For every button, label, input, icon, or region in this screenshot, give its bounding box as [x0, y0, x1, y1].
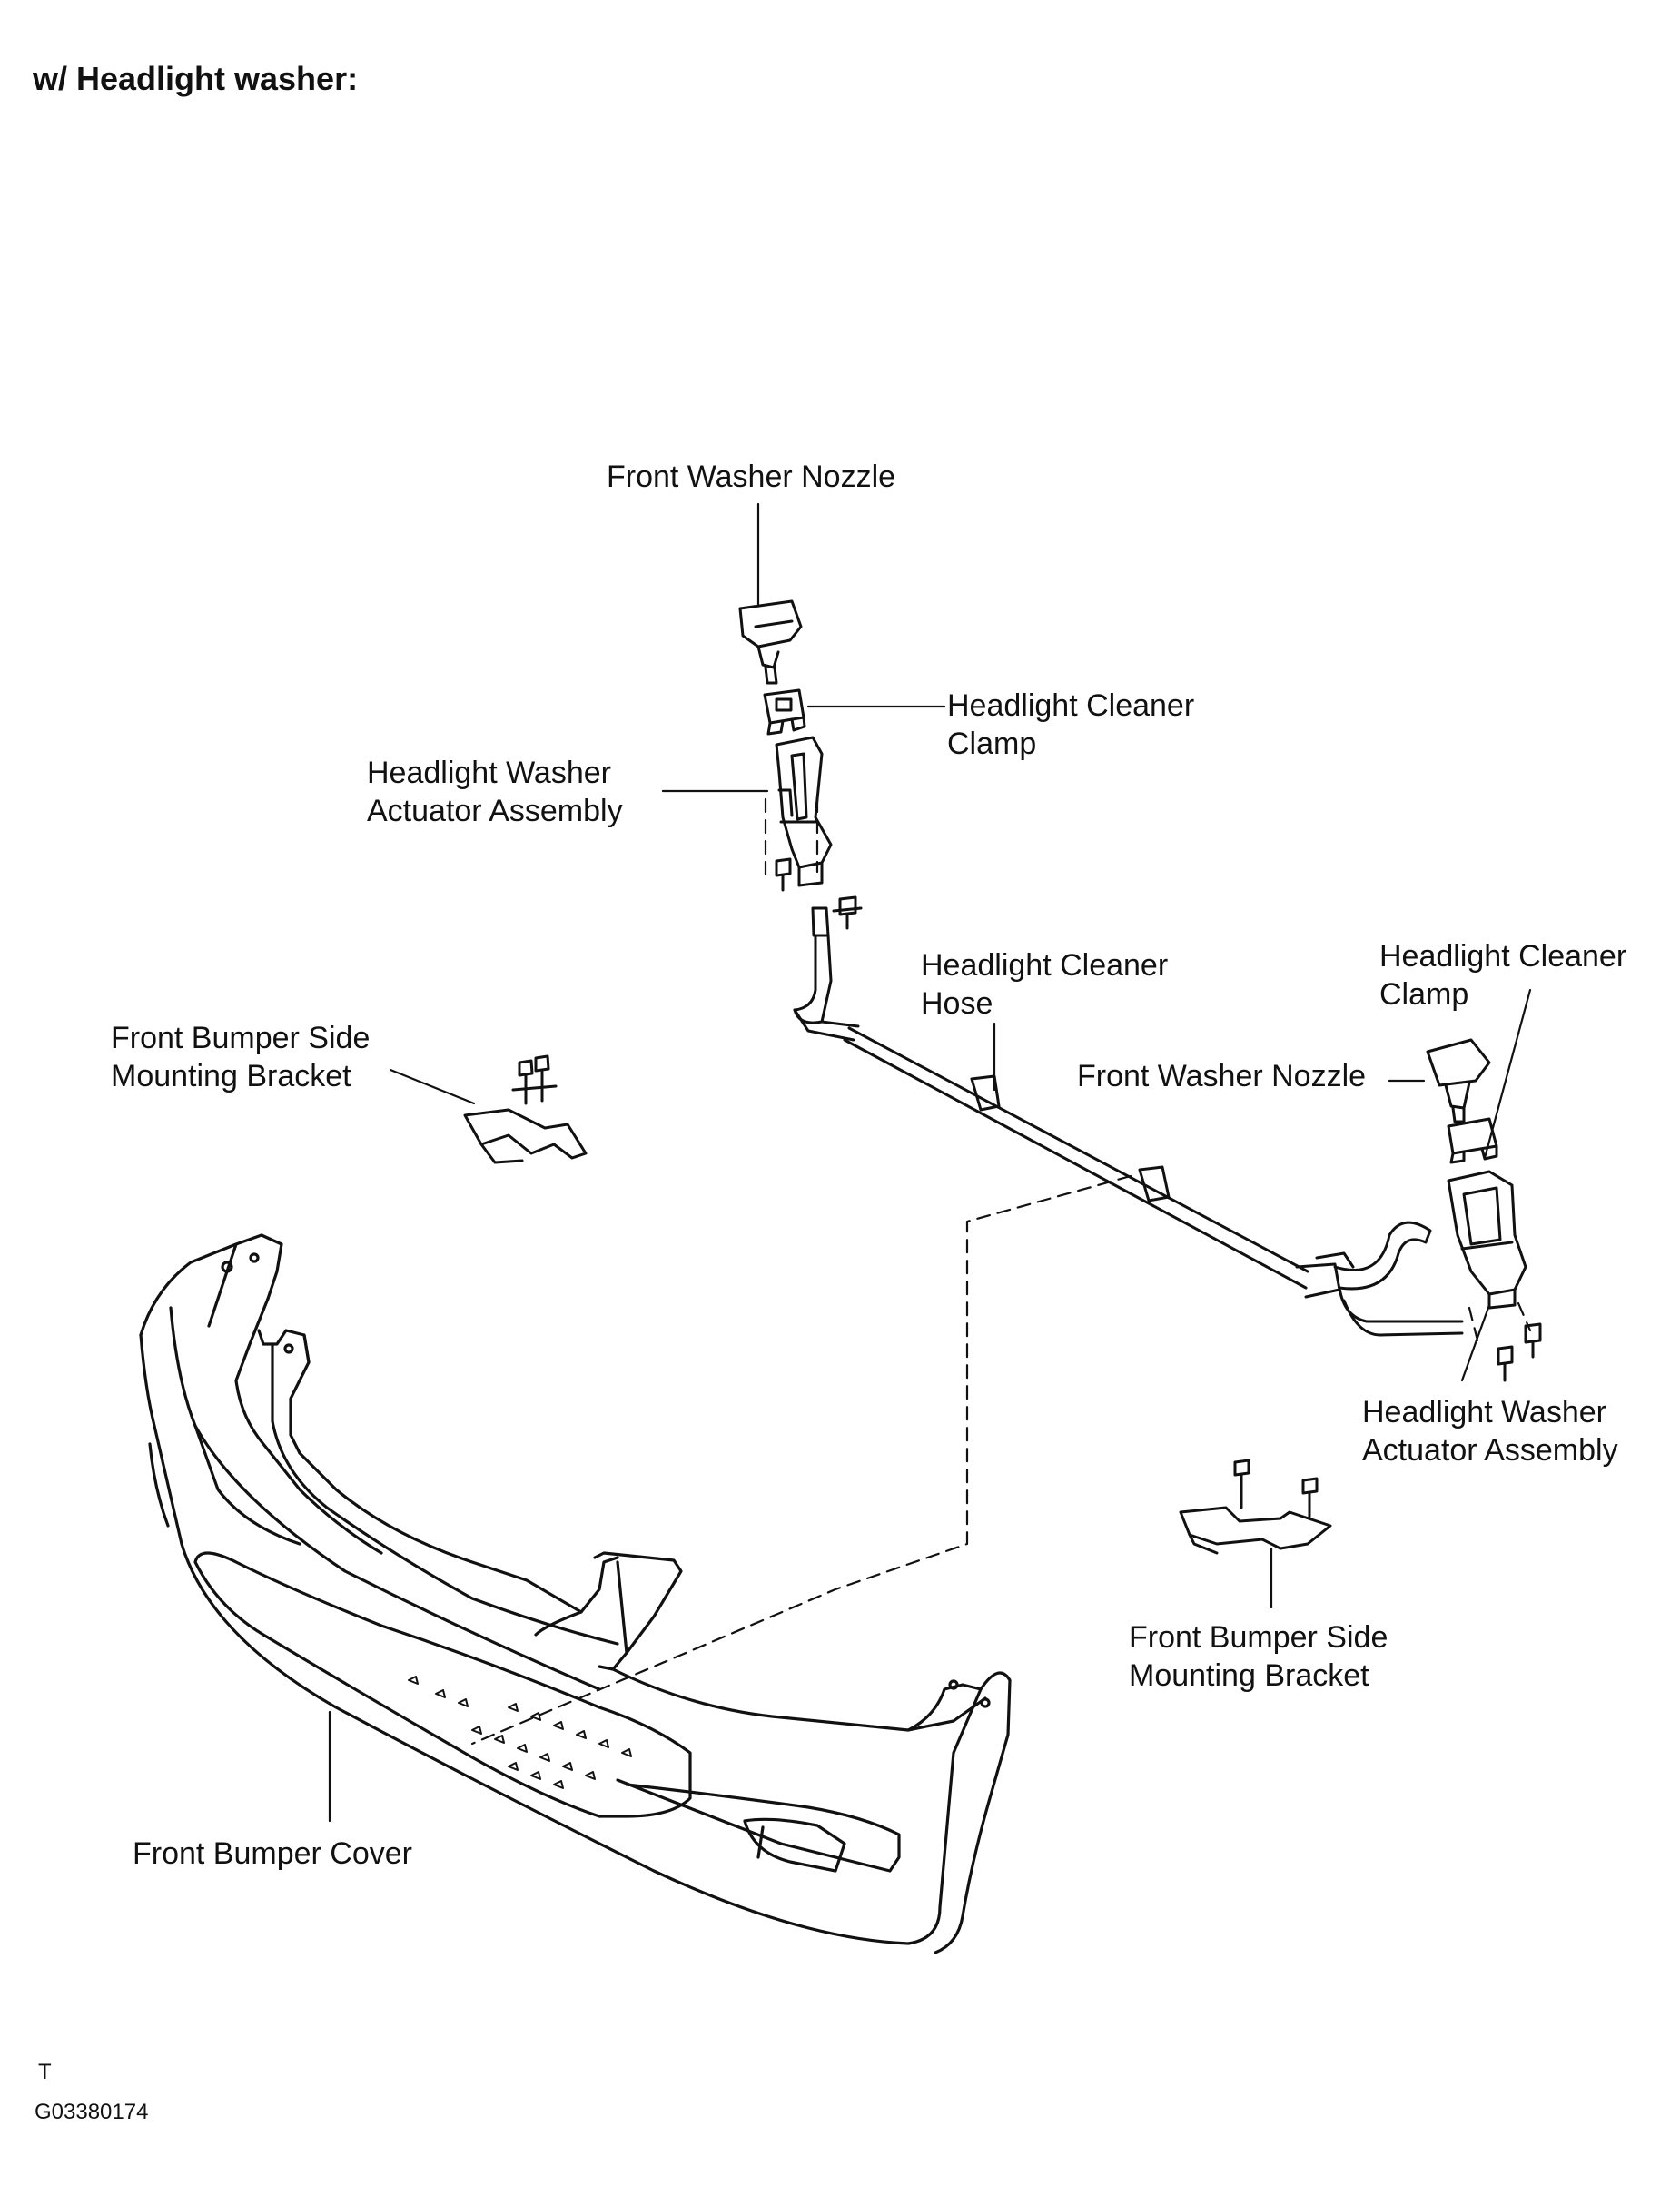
label-line: Actuator Assembly: [1362, 1433, 1618, 1468]
bracket-left-part: [463, 1054, 588, 1164]
bolts-right: [1497, 1322, 1542, 1382]
hose-left-part: [793, 906, 860, 1042]
bracket-right-part: [1179, 1459, 1332, 1555]
bolts-left: [775, 857, 863, 930]
footer-mark: T: [38, 2060, 52, 2084]
label-line: Front Bumper Side: [111, 1021, 371, 1055]
front-washer-nozzle-right-part: [1426, 1038, 1491, 1123]
label-cleaner-clamp-top: Headlight Cleaner Clamp: [947, 687, 1194, 763]
label-actuator-left: Headlight Washer Actuator Assembly: [367, 754, 623, 830]
label-line: Mounting Bracket: [1129, 1658, 1369, 1693]
label-bracket-right: Front Bumper Side Mounting Bracket: [1129, 1618, 1388, 1695]
label-line: Front Bumper Side: [1129, 1620, 1388, 1655]
page-heading: w/ Headlight washer:: [33, 60, 359, 97]
label-line: Mounting Bracket: [111, 1059, 351, 1093]
label-line: Headlight Cleaner: [1379, 939, 1627, 974]
label-bumper-cover: Front Bumper Cover: [133, 1836, 412, 1871]
dashed-guides: [470, 797, 1532, 1746]
bumper-cover-part: [139, 1233, 1012, 1954]
label-line: Headlight Cleaner: [947, 688, 1195, 723]
label-bracket-left: Front Bumper Side Mounting Bracket: [111, 1019, 370, 1095]
cleaner-clamp-right-part: [1447, 1117, 1498, 1164]
label-line: Headlight Cleaner: [921, 948, 1169, 983]
actuator-left-part: [775, 736, 833, 887]
figure-code: G03380174: [35, 2100, 149, 2124]
label-line: Clamp: [1379, 977, 1469, 1012]
label-line: Headlight Washer: [367, 756, 611, 790]
label-line: Hose: [921, 986, 993, 1021]
cleaner-clamp-top-part: [763, 688, 806, 736]
label-front-washer-nozzle-top: Front Washer Nozzle: [607, 460, 896, 494]
front-washer-nozzle-top-part: [738, 599, 803, 685]
label-cleaner-clamp-right: Headlight Cleaner Clamp: [1379, 937, 1626, 1014]
actuator-right-part: [1447, 1170, 1527, 1310]
label-cleaner-hose: Headlight Cleaner Hose: [921, 946, 1168, 1023]
leader-lines: [328, 502, 1532, 1823]
label-front-washer-nozzle-right: Front Washer Nozzle: [1077, 1059, 1367, 1093]
label-line: Actuator Assembly: [367, 794, 623, 828]
cleaner-hose-part: [843, 1026, 1464, 1337]
label-line: Clamp: [947, 727, 1037, 761]
label-line: Headlight Washer: [1362, 1395, 1606, 1429]
label-actuator-right: Headlight Washer Actuator Assembly: [1362, 1393, 1618, 1469]
